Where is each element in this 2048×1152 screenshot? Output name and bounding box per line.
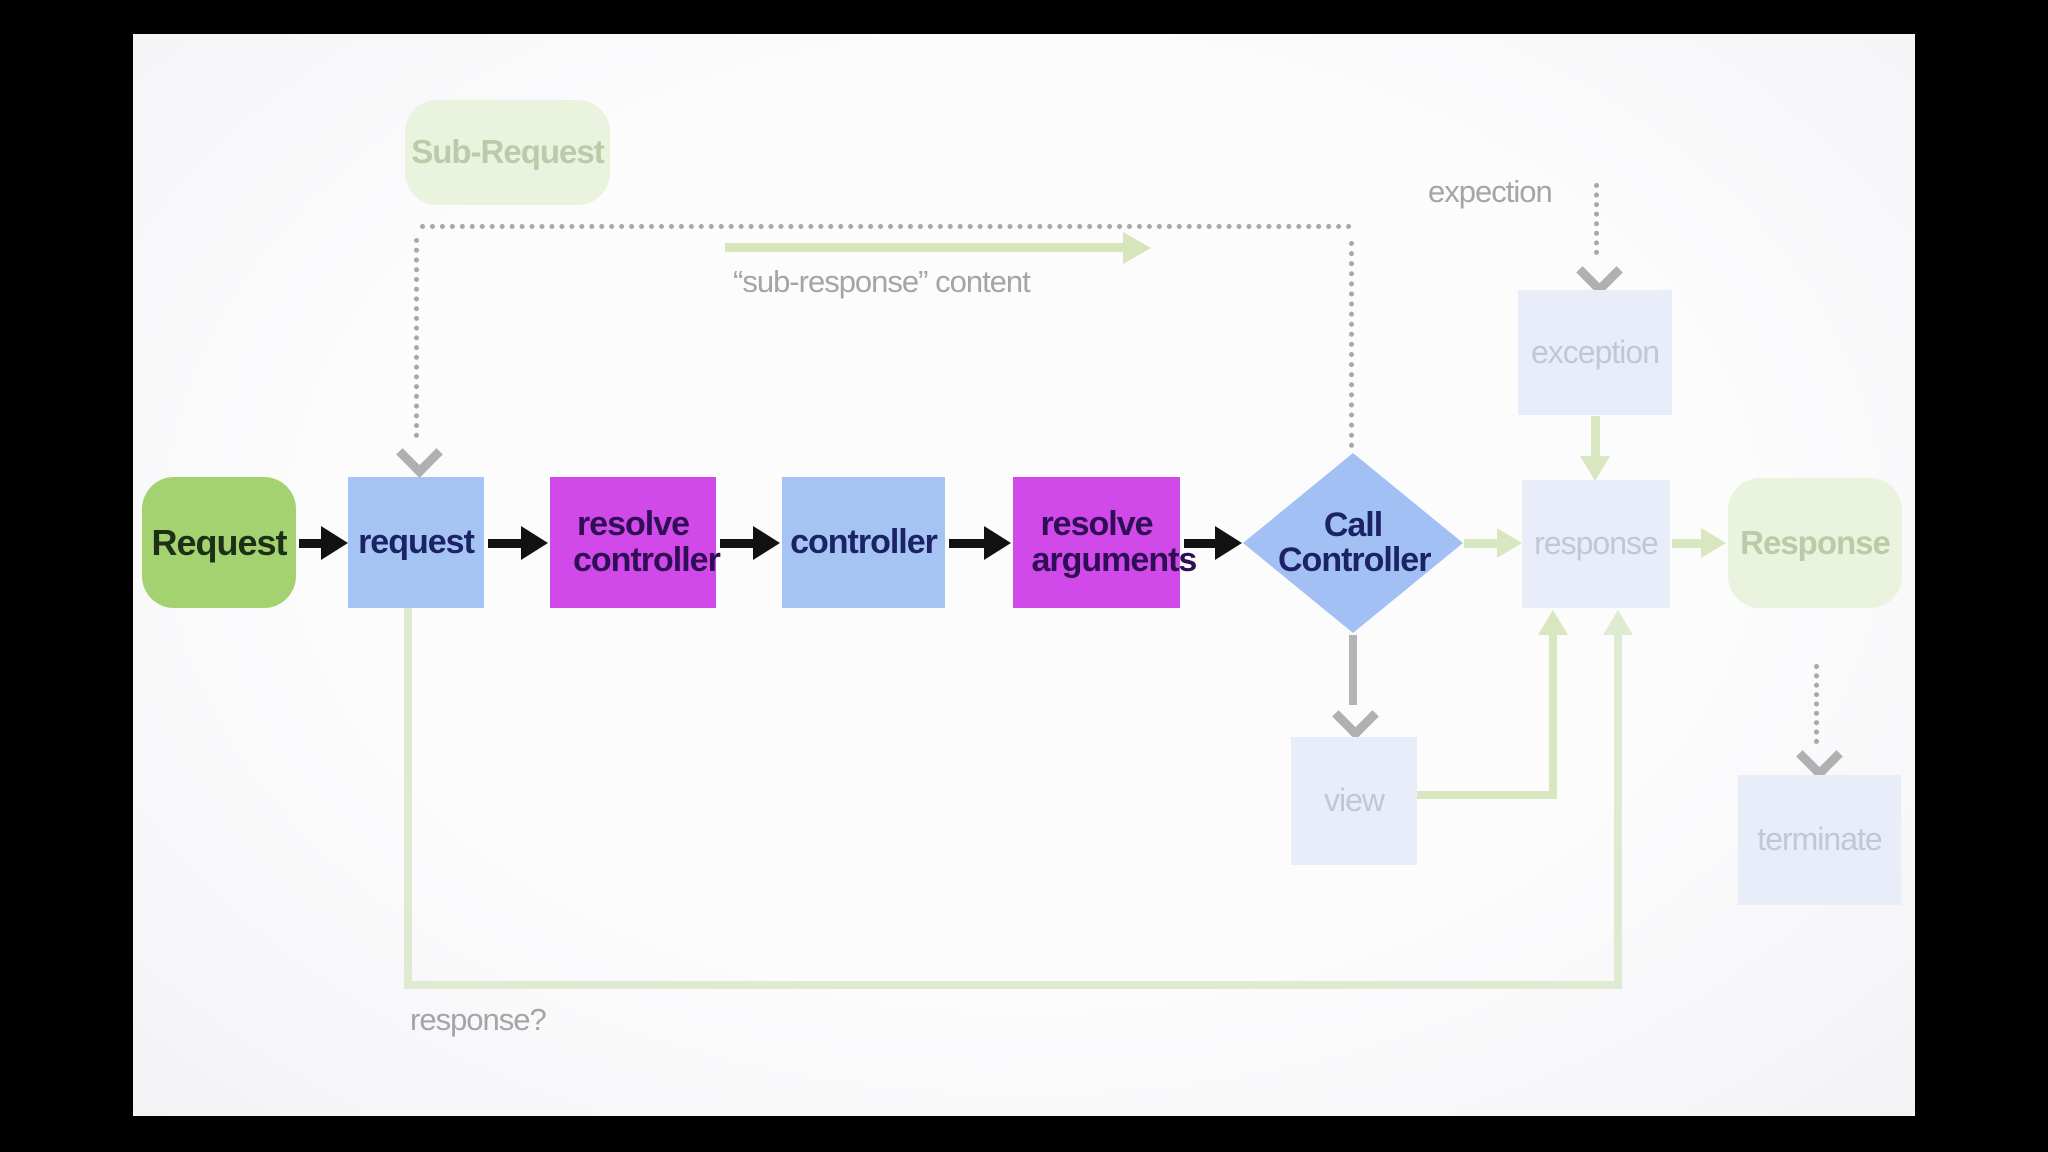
sub-response-label: “sub-response” content xyxy=(733,264,1031,299)
subrequest-dotted-line-horizontal xyxy=(420,224,1352,229)
arrow-3-line xyxy=(720,539,756,548)
node-terminate: terminate xyxy=(1738,775,1901,905)
view-to-response-line-horizontal xyxy=(1417,791,1556,799)
arrow-5-head-icon xyxy=(1215,526,1242,560)
response-to-response-out-arrowhead-icon xyxy=(1701,528,1726,558)
node-response: response xyxy=(1522,480,1670,608)
node-resolve-arguments-label: resolve arguments xyxy=(1031,505,1198,579)
arrow-2-line xyxy=(488,539,524,548)
callcontroller-to-response-arrowhead-icon xyxy=(1497,528,1522,558)
arrowhead-into-request-icon xyxy=(396,431,443,478)
exception-to-response-arrowhead-icon xyxy=(1580,456,1610,481)
expection-label: expection xyxy=(1428,174,1553,209)
feedback-arrowhead-icon xyxy=(1603,610,1633,635)
arrow-4-line xyxy=(949,539,987,548)
arrow-1-line xyxy=(299,539,325,548)
node-controller: controller xyxy=(782,477,945,608)
expection-arrowhead-icon xyxy=(1576,249,1623,296)
node-response-out-label: Response xyxy=(1740,523,1891,561)
node-request: request xyxy=(348,477,484,608)
node-view-label: view xyxy=(1323,782,1385,819)
arrow-4-head-icon xyxy=(984,526,1011,560)
feedback-line-right-vertical xyxy=(1614,622,1622,989)
node-request-in: Request xyxy=(142,477,296,608)
node-exception: exception xyxy=(1518,290,1672,415)
feedback-line-bottom-horizontal xyxy=(404,981,1622,989)
exception-to-response-line xyxy=(1591,416,1600,458)
node-call-controller-label: Call Controller xyxy=(1278,505,1431,579)
node-controller-label: controller xyxy=(790,522,938,561)
subrequest-dotted-line-right-vertical xyxy=(1349,241,1354,448)
sub-response-arrow-line xyxy=(725,243,1125,252)
node-resolve-controller: resolve controller xyxy=(550,477,721,608)
arrow-2-head-icon xyxy=(521,526,548,560)
node-sub-request-label: Sub-Request xyxy=(411,133,605,171)
node-resolve-controller-label: resolve controller xyxy=(573,505,721,579)
node-view: view xyxy=(1291,737,1417,865)
view-to-response-arrowhead-icon xyxy=(1538,610,1568,635)
node-request-in-label: Request xyxy=(151,521,287,563)
response-to-response-out-line xyxy=(1672,539,1704,548)
node-response-out: Response xyxy=(1728,478,1902,608)
feedback-line-left-vertical xyxy=(404,608,412,988)
callcontroller-to-response-line xyxy=(1464,539,1500,548)
node-response-label: response xyxy=(1534,525,1659,562)
diagram-canvas: “sub-response” content Sub-Request expec… xyxy=(133,34,1915,1116)
node-request-label: request xyxy=(358,522,475,561)
arrow-5-line xyxy=(1184,539,1218,548)
arrow-3-head-icon xyxy=(753,526,780,560)
terminate-arrowhead-icon xyxy=(1796,733,1843,780)
subrequest-dotted-line-left-vertical xyxy=(414,238,419,438)
node-terminate-label: terminate xyxy=(1757,821,1882,858)
node-exception-label: exception xyxy=(1531,333,1660,370)
node-call-controller: Call Controller xyxy=(1243,453,1463,633)
node-resolve-arguments: resolve arguments xyxy=(1013,477,1198,608)
terminate-dotted-line xyxy=(1814,664,1819,744)
response-question-label: response? xyxy=(410,1002,547,1037)
arrow-1-head-icon xyxy=(321,526,348,560)
sub-response-arrowhead-icon xyxy=(1123,232,1151,264)
callcontroller-to-view-arrowhead-icon xyxy=(1332,693,1379,740)
node-sub-request: Sub-Request xyxy=(405,100,610,205)
callcontroller-to-view-line xyxy=(1349,635,1357,705)
expection-dotted-line xyxy=(1594,183,1599,255)
view-to-response-line-vertical xyxy=(1549,622,1557,799)
